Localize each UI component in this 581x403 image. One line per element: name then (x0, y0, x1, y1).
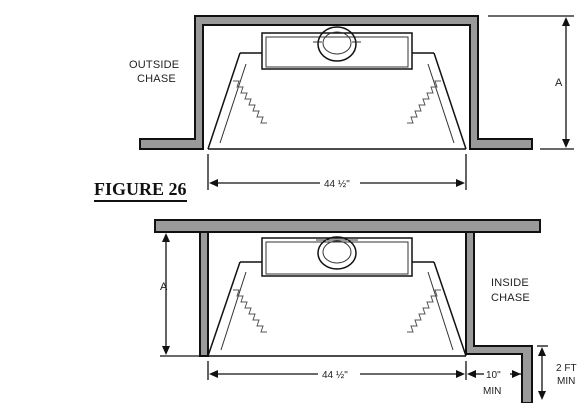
clearance-dimension: 10" MIN (467, 370, 521, 397)
right-stair-hatch-top (407, 80, 441, 124)
firebox-left-slope-bottom (207, 261, 241, 357)
height-label-line2: MIN (557, 376, 575, 387)
width-dimension-top: 44 ½" (207, 154, 467, 190)
clearance-label-line2: MIN (483, 386, 501, 397)
dimension-a-bottom: A (160, 231, 204, 357)
inside-chase-right-wall (465, 231, 533, 403)
dimension-a-label-bottom: A (160, 281, 168, 293)
outside-chase-wall (139, 15, 533, 150)
flue-collar-inner (322, 31, 352, 55)
firebox-left-slope (207, 52, 241, 150)
dimension-a-top: A (488, 15, 574, 150)
clearance-label-line1: 10" (486, 370, 501, 381)
width-dimension-bottom: 44 ½" (207, 361, 467, 381)
left-stair-hatch-bottom (233, 289, 267, 333)
outside-chase-diagram: A 44 ½" OUTSIDE CHASE (129, 15, 574, 190)
firebox-top-box (261, 32, 413, 70)
inside-chase-diagram: A 44 ½" 10" MIN (154, 219, 577, 403)
firebox-right-slope (433, 52, 467, 150)
left-stair-hatch-top (233, 80, 267, 124)
firebox-top-inner (265, 36, 409, 68)
figure-title: FIGURE 26 (94, 179, 187, 202)
inside-chase-top-slab (154, 219, 541, 233)
fireplace-unit-top (207, 26, 467, 150)
flue-collar-outer-bottom (317, 236, 357, 270)
width-label-bottom: 44 ½" (322, 370, 348, 381)
inside-chase-label-line1: INSIDE (491, 277, 529, 289)
flue-collar-outer (317, 26, 357, 62)
height-dimension: 2 FT MIN (537, 345, 577, 400)
inside-chase-label-line2: CHASE (491, 292, 530, 304)
outside-chase-label-line1: OUTSIDE (129, 59, 179, 71)
firebox-top-box-bottom (261, 237, 413, 277)
right-stair-hatch-bottom (407, 289, 441, 333)
width-label-top: 44 ½" (324, 179, 350, 190)
fireplace-unit-bottom (207, 236, 467, 357)
height-label-line1: 2 FT (556, 363, 577, 374)
dimension-a-label-top: A (555, 77, 563, 89)
inside-chase-left-wall (199, 231, 209, 357)
firebox-right-slope-bottom (433, 261, 467, 357)
outside-chase-label-line2: CHASE (137, 73, 176, 85)
